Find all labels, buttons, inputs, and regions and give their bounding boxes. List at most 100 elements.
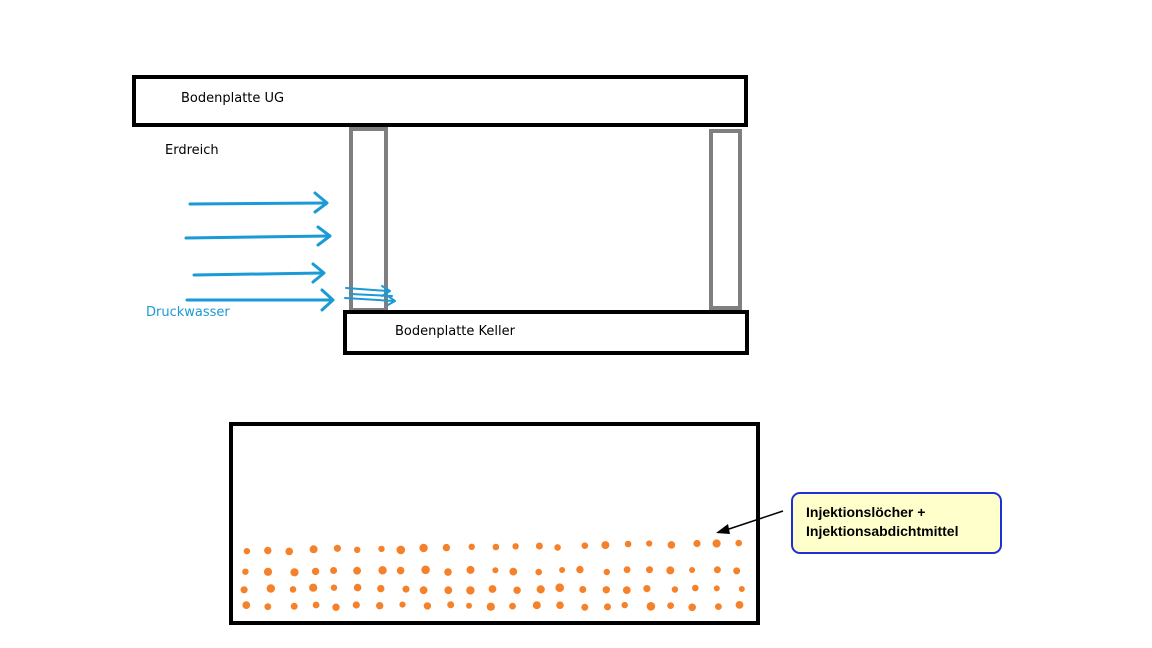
injection-hole [311,567,320,576]
injection-hole [333,544,341,552]
injection-hole [715,603,722,610]
label-bodenplatte-keller: Bodenplatte Keller [395,324,516,339]
injection-hole [266,584,275,593]
label-bodenplatte-ug: Bodenplatte UG [181,91,284,106]
injection-hole [421,565,430,575]
injection-hole [666,566,675,575]
injection-hole [509,602,516,610]
injection-hole [289,586,297,593]
injection-hole [377,584,385,593]
injection-hole [243,548,251,555]
injection-hole [512,543,519,550]
injection-hole [444,568,452,576]
injection-hole [535,542,543,550]
wall-elevation-view [229,422,760,625]
injection-hole [646,540,653,547]
injection-hole [554,544,561,551]
callout-text: Injektionslöcher + Injektionsabdichtmitt… [806,503,996,541]
label-erdreich: Erdreich [165,143,219,158]
injection-hole [402,585,410,593]
injection-hole [468,543,475,550]
injection-hole [688,603,696,612]
injection-hole [240,586,248,594]
injection-hole [601,541,610,550]
injection-hole [378,566,387,575]
injection-hole [667,602,674,609]
water-arrow-2 [184,225,332,247]
injection-hole [735,601,744,609]
injection-hole [581,603,589,611]
injection-hole [646,602,656,611]
injection-hole [444,586,453,595]
water-seepage-arrows [344,285,396,306]
injection-hole [624,540,632,548]
callout-line-2: Injektionsabdichtmittel [806,523,959,539]
injection-hole [352,601,360,609]
wall-left [349,127,388,312]
injection-hole [423,602,432,610]
label-druckwasser: Druckwasser [146,305,230,320]
injection-hole [555,583,564,592]
injection-hole [492,567,499,574]
injection-hole [419,543,428,553]
injection-hole [713,585,720,592]
injection-hole [264,546,272,555]
injection-hole [312,601,320,609]
injection-hole [242,601,251,609]
injection-hole [396,566,405,575]
injection-hole [559,567,566,573]
injection-hole [396,545,406,555]
injection-hole [330,584,338,591]
injection-hole [309,583,318,592]
injection-hole [671,586,679,593]
injection-hole [263,567,273,576]
injection-hole [290,602,298,610]
injection-hole [264,603,272,611]
injection-hole [330,567,338,574]
injection-hole [419,586,428,595]
injection-hole [621,601,628,609]
injection-hole [667,541,676,549]
water-arrow-1 [188,191,329,214]
injection-hole [733,567,741,575]
injection-hole [285,547,294,556]
injection-hole [735,539,742,547]
injection-hole [353,566,361,575]
floor-slab-ug [132,75,748,127]
injection-hole [399,601,406,608]
injection-hole [713,566,721,574]
injection-hole [646,566,653,574]
injection-hole [604,603,611,611]
injection-hole [623,566,631,574]
injection-hole [579,586,587,593]
injection-hole [712,539,721,548]
injection-hole [488,585,497,593]
injection-hole [492,543,500,551]
injection-hole [693,539,701,548]
injection-hole [692,584,699,592]
injection-hole [576,565,584,574]
injection-hole [556,601,564,609]
callout-pointer-arrow [716,510,784,534]
injection-hole [535,568,542,576]
water-pressure-arrows [184,191,396,312]
injection-hole [332,603,340,611]
injection-hole [738,586,745,592]
injection-hole [466,602,472,609]
injection-hole [354,546,361,553]
callout-box [791,492,1002,554]
injection-hole [532,601,541,610]
injection-hole [376,602,384,610]
injection-hole [466,565,475,574]
injection-hole [603,568,610,576]
injection-hole [242,568,249,575]
injection-hole [486,602,495,611]
injection-hole [509,567,518,576]
floor-slab-keller [343,310,749,355]
injection-hole [513,586,521,594]
injection-hole [602,586,610,594]
callout-line-1: Injektionslöcher + [806,504,926,520]
injection-hole [536,585,545,594]
injection-hole [581,542,589,549]
